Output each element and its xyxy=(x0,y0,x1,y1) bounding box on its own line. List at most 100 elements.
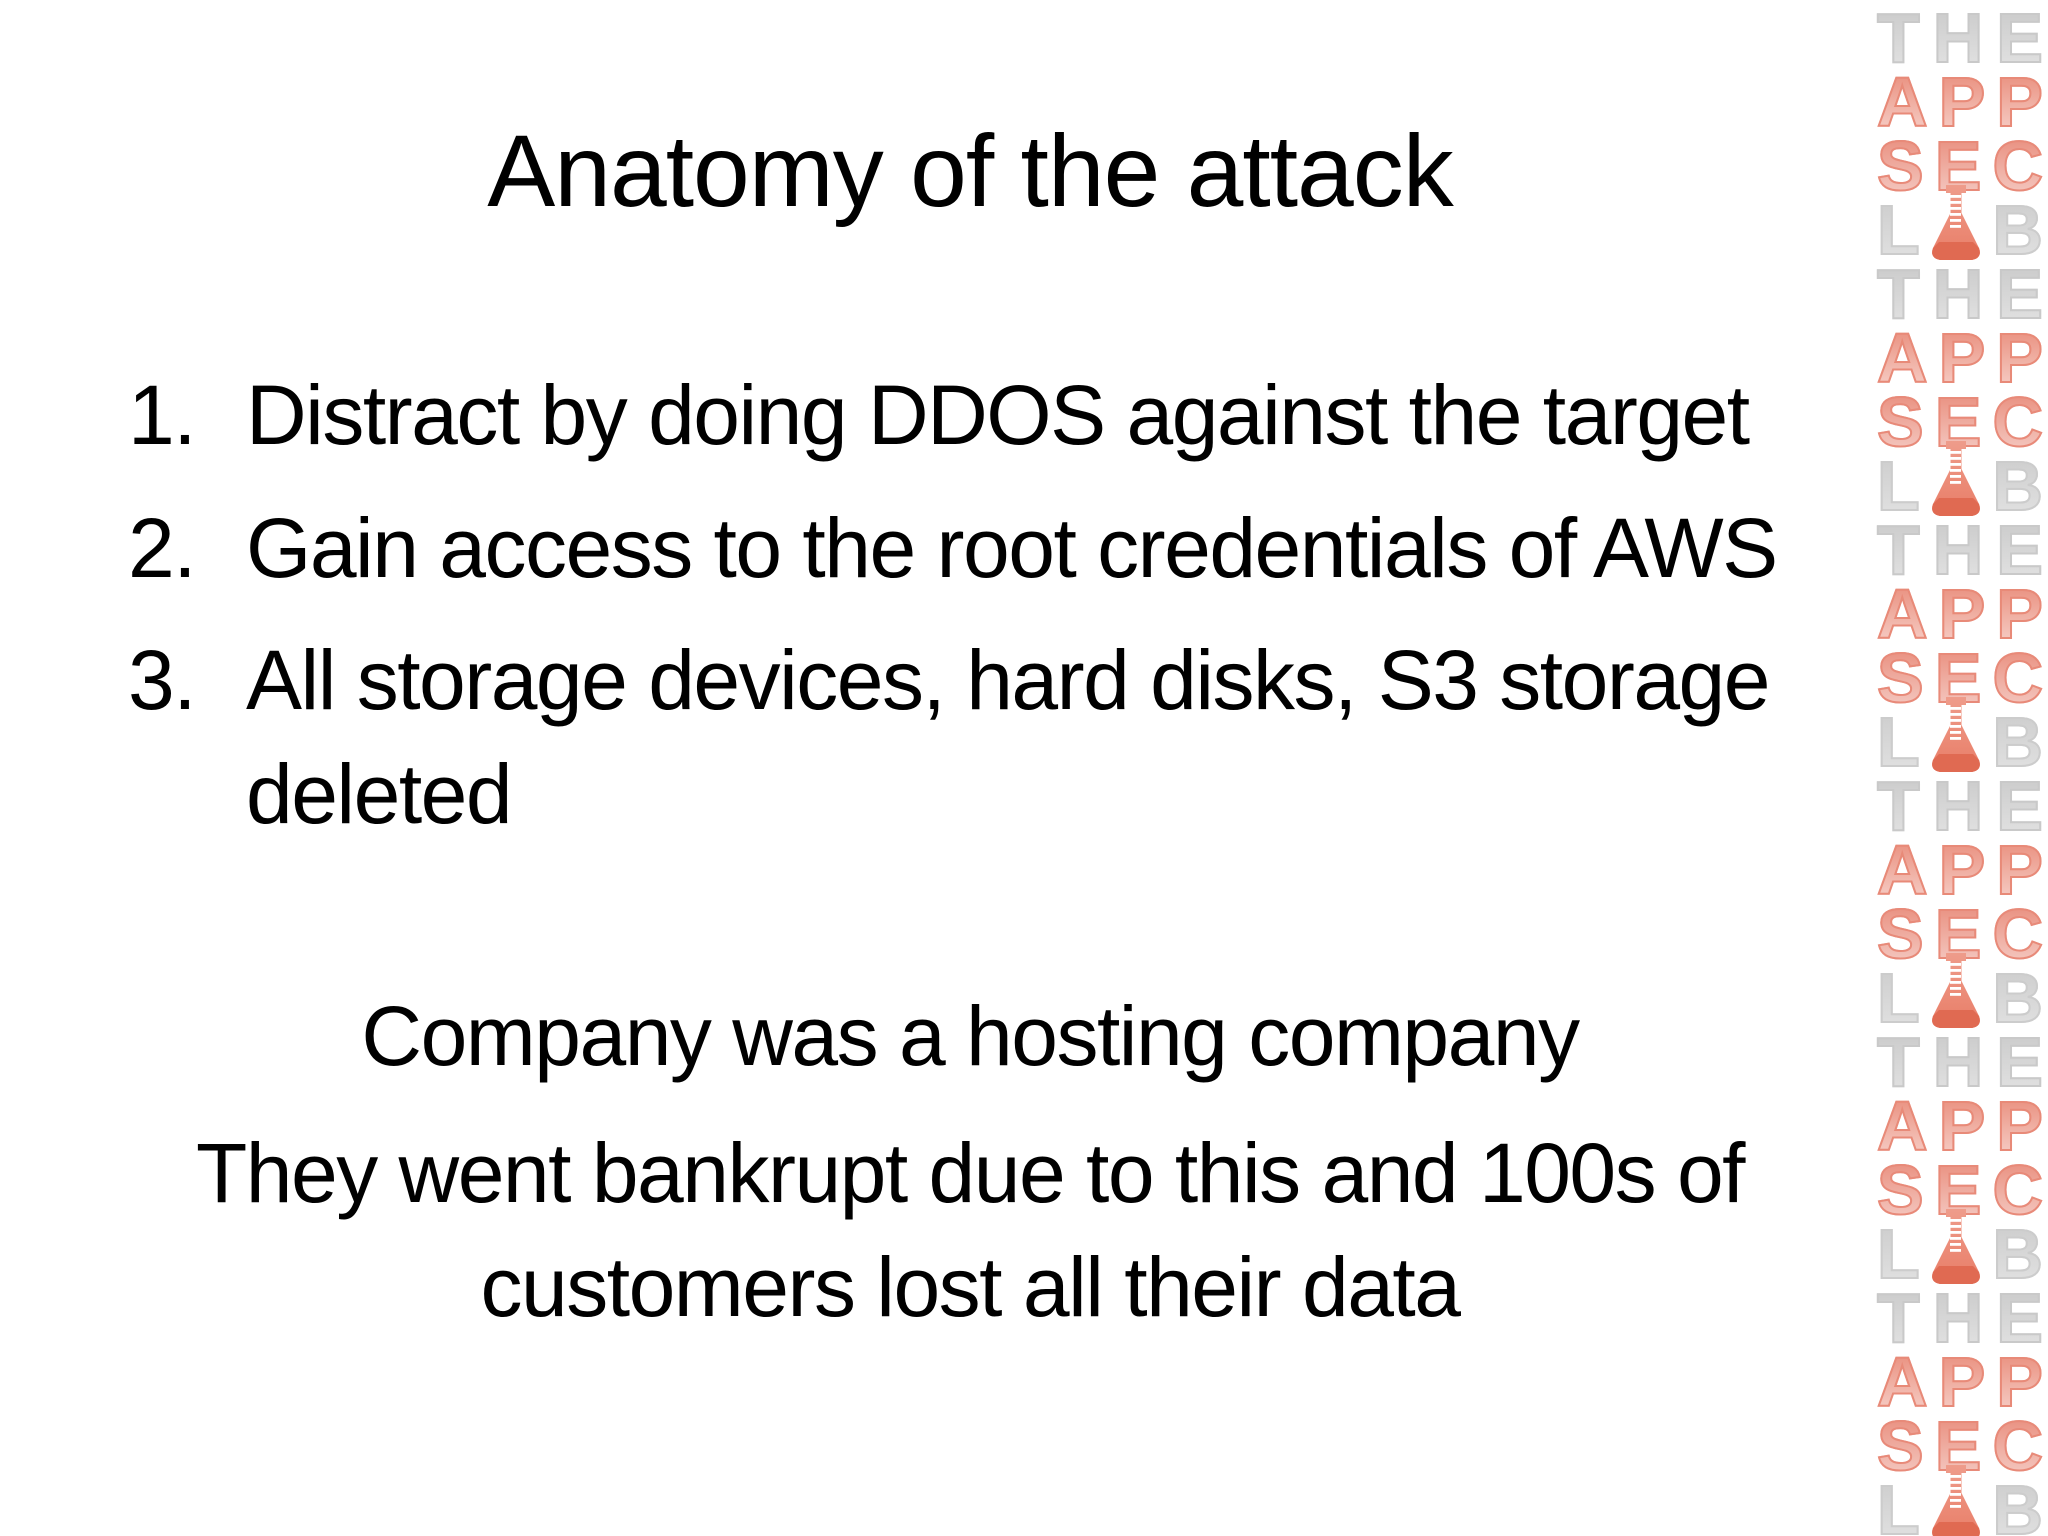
watermark-letter: L xyxy=(1876,1215,1921,1293)
watermark-letter: T xyxy=(1876,6,1921,74)
list-item-1-text: Distract by doing DDOS against the targe… xyxy=(246,368,1750,463)
watermark-letter: C xyxy=(1991,895,2044,973)
erlenmeyer-flask-icon xyxy=(1932,953,1980,1028)
watermark-letter: L xyxy=(1876,447,1921,525)
erlenmeyer-flask-icon xyxy=(1932,1209,1980,1284)
watermark-letter: B xyxy=(1991,191,2044,269)
watermark-letter: E xyxy=(1995,767,2044,845)
watermark-letter: P xyxy=(1995,575,2044,653)
watermark-letter: C xyxy=(1991,127,2044,205)
watermark-letter: E xyxy=(1995,255,2044,333)
watermark-letter: H xyxy=(1932,1279,1985,1357)
list-item-1: 1. Distract by doing DDOS against the ta… xyxy=(60,358,1880,472)
closing-text-block: Company was a hosting company They went … xyxy=(60,979,1880,1344)
watermark-letter: L xyxy=(1876,191,1921,269)
watermark-letter: L xyxy=(1876,703,1921,781)
watermark-letter: T xyxy=(1876,767,1921,845)
watermark-letter: S xyxy=(1876,127,1925,205)
watermark-letter: T xyxy=(1876,511,1921,589)
watermark-letter: S xyxy=(1876,1151,1925,1229)
watermark-letter: S xyxy=(1876,639,1925,717)
slide-title: Anatomy of the attack xyxy=(487,114,1454,228)
closing-paragraph-2: They went bankrupt due to this and 100s … xyxy=(195,1125,1746,1334)
watermark-letter: B xyxy=(1991,447,2044,525)
watermark-letter: T xyxy=(1876,255,1921,333)
watermark-letter: A xyxy=(1876,63,1929,141)
watermark-letter: B xyxy=(1991,1215,2044,1293)
watermark-letter: E xyxy=(1995,1023,2044,1101)
erlenmeyer-flask-icon xyxy=(1932,185,1980,260)
list-item-2-number: 2. xyxy=(128,500,197,595)
watermark-letter: S xyxy=(1876,383,1925,461)
erlenmeyer-flask-icon xyxy=(1932,697,1980,772)
list-item-2-text: Gain access to the root credentials of A… xyxy=(246,500,1778,595)
watermark-letter: H xyxy=(1932,255,1985,333)
watermark-letter: P xyxy=(1938,831,1987,909)
list-item-3-text: All storage devices, hard disks, S3 stor… xyxy=(246,632,1770,842)
watermark-letter: B xyxy=(1991,959,2044,1037)
watermark-letter: C xyxy=(1991,383,2044,461)
watermark-letter: B xyxy=(1991,1474,2044,1536)
watermark-letter: P xyxy=(1938,1343,1987,1421)
watermark-letter: P xyxy=(1995,319,2044,397)
erlenmeyer-flask-icon xyxy=(1932,441,1980,516)
watermark-letter: H xyxy=(1932,6,1985,74)
watermark-letter: A xyxy=(1876,1343,1929,1421)
erlenmeyer-flask-icon xyxy=(1932,1465,1980,1536)
watermark-letter: B xyxy=(1991,703,2044,781)
watermark-letter: A xyxy=(1876,831,1929,909)
watermark-letter: A xyxy=(1876,1087,1929,1165)
watermark-letter: H xyxy=(1932,1023,1985,1101)
list-item-3: 3. All storage devices, hard disks, S3 s… xyxy=(60,623,1880,851)
watermark-letter: S xyxy=(1876,1407,1925,1485)
watermark-letter: L xyxy=(1876,1474,1921,1536)
watermark-letter: P xyxy=(1938,575,1987,653)
closing-paragraph-1: Company was a hosting company xyxy=(361,989,1580,1084)
slide-content: Anatomy of the attack 1. Distract by doi… xyxy=(60,0,1880,1366)
watermark-letter: C xyxy=(1991,639,2044,717)
watermark-letter: T xyxy=(1876,1023,1921,1101)
numbered-list: 1. Distract by doing DDOS against the ta… xyxy=(60,358,1880,851)
watermark-letter: P xyxy=(1938,319,1987,397)
watermark-letter: S xyxy=(1876,895,1925,973)
list-item-3-number: 3. xyxy=(128,632,197,727)
watermark-letter: E xyxy=(1995,6,2044,74)
list-item-2: 2. Gain access to the root credentials o… xyxy=(60,491,1880,605)
watermark-letter: C xyxy=(1991,1151,2044,1229)
watermark-letter: A xyxy=(1876,575,1929,653)
watermark-letter: A xyxy=(1876,319,1929,397)
watermark-letter: P xyxy=(1995,1343,2044,1421)
watermark-letter: T xyxy=(1876,1279,1921,1357)
watermark-letter: E xyxy=(1995,1279,2044,1357)
watermark-letter: P xyxy=(1995,63,2044,141)
watermark-letter: L xyxy=(1876,959,1921,1037)
watermark-letter: H xyxy=(1932,511,1985,589)
watermark-letter: H xyxy=(1932,767,1985,845)
watermark-letter: E xyxy=(1995,511,2044,589)
watermark-letter: P xyxy=(1938,1087,1987,1165)
watermark-letter: C xyxy=(1991,1407,2044,1485)
watermark-letter: P xyxy=(1995,1087,2044,1165)
